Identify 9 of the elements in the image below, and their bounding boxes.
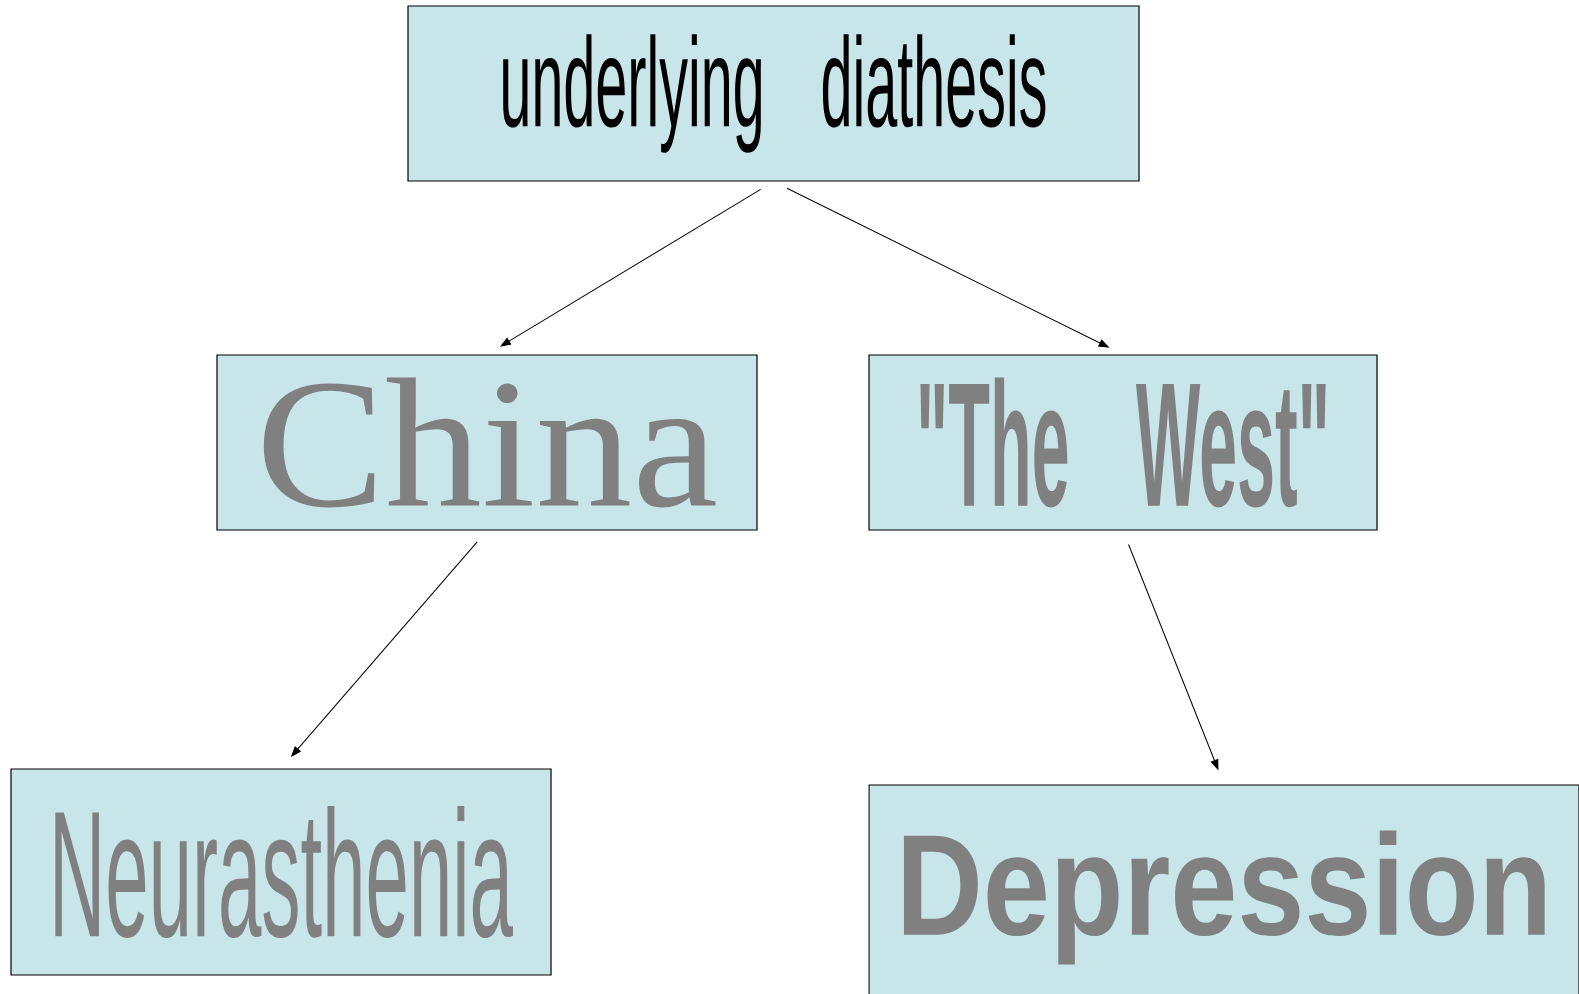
text-box: "The West" bbox=[868, 354, 1378, 531]
text-box: China bbox=[216, 354, 758, 531]
arrow bbox=[291, 541, 478, 757]
arrow bbox=[500, 188, 762, 347]
arrow bbox=[786, 187, 1109, 348]
text-box: underlying diathesis bbox=[407, 5, 1140, 182]
arrow bbox=[1128, 544, 1219, 770]
text-box: Neurasthenia bbox=[10, 768, 552, 976]
text-box: Depression bbox=[868, 784, 1579, 994]
